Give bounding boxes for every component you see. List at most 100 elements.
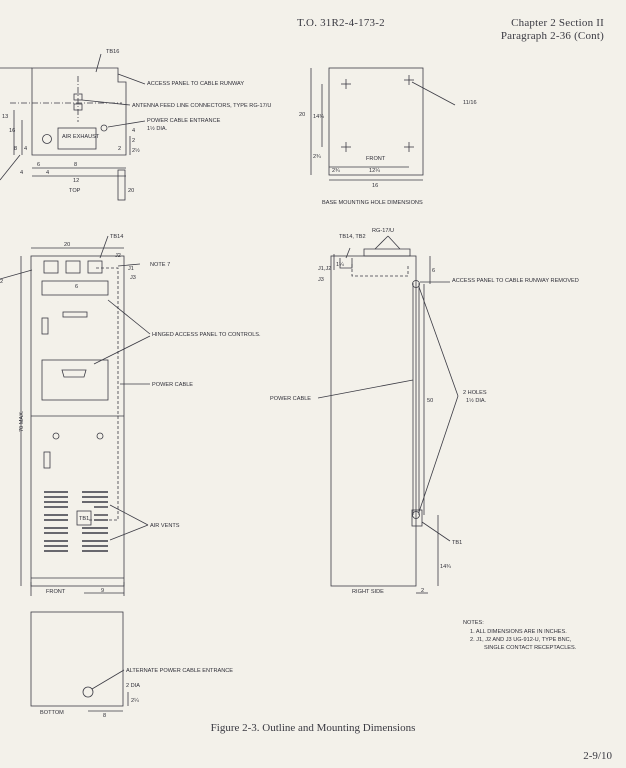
top-dim-label-3: 4 — [46, 170, 49, 176]
top-dim-label-7: 4 — [24, 146, 27, 152]
base-dim-label-5: 16 — [372, 183, 378, 189]
front-outline — [30, 255, 125, 587]
top-dim-label-11: 2½ — [132, 147, 140, 154]
front-handle — [62, 311, 88, 318]
front-dim-label-3: 2 — [0, 279, 3, 285]
notes-heading: NOTES: — [463, 620, 484, 626]
alt-power-label: ALTERNATE POWER CABLE ENTRANCE — [126, 668, 233, 674]
base-dim-label-4: 12¼ — [369, 168, 380, 174]
doc-number: T.O. 31R2-4-173-2 — [297, 17, 385, 29]
j2-label: J2 — [115, 253, 121, 259]
power-entrance-label: POWER CABLE ENTRANCE — [147, 118, 221, 124]
holes-label: 2 HOLES — [463, 390, 487, 396]
right-side-outline — [330, 255, 417, 587]
tb14-tb2-leader — [345, 247, 351, 259]
rg-leader-1 — [374, 235, 389, 250]
hinged-panel-grip — [61, 369, 87, 378]
tb16-leader — [95, 53, 102, 73]
rg-label: RG-17/U — [372, 228, 394, 234]
holes-leader-1 — [418, 286, 459, 397]
air-vents-leader-1 — [109, 504, 149, 526]
front-upper-panel — [41, 280, 109, 296]
base-hole-2 — [404, 75, 414, 85]
base-front-label: FRONT — [366, 156, 386, 162]
top-dim-label-1: 8 — [74, 162, 77, 168]
holes-dia-label: 1½ DIA. — [466, 397, 487, 404]
hinged-panel-leader-2 — [93, 335, 151, 365]
base-dim-label-1: 14¾ — [313, 114, 324, 120]
top-dim-label-13: 20 — [128, 188, 134, 194]
right-side-top-box — [363, 248, 411, 257]
alt-power-dia-label: 2 DIA — [126, 683, 140, 689]
bottom-dim-label-1: 2¼ — [131, 698, 139, 704]
tb14-label: TB14 — [110, 234, 123, 240]
top-side-strip — [117, 169, 126, 201]
right-power-cable-label: POWER CABLE — [270, 396, 311, 402]
tb1-right-label: TB1 — [452, 540, 462, 546]
tb14-tb2-label: TB14, TB2 — [339, 234, 366, 240]
front-slot-lower — [43, 451, 51, 469]
top-view-title: TOP — [69, 188, 81, 194]
access-panel-leader — [117, 73, 146, 85]
right-dim-label-3: 6 — [432, 268, 435, 274]
page-number: 2-9/10 — [583, 750, 612, 762]
tb1-terminal-right — [411, 509, 423, 527]
top-dim-label-9: 4 — [132, 128, 135, 134]
air-exhaust-label: AIR EXHAUST — [62, 134, 100, 140]
note7-leader — [117, 263, 141, 267]
air-vent-grille — [44, 491, 108, 552]
right-side-cable-runway — [351, 264, 409, 277]
front-lower-knob-1 — [52, 432, 60, 440]
bottom-dim-label-0: 8 — [103, 713, 106, 719]
rg-leader-2 — [387, 235, 401, 250]
tb14-leader — [99, 235, 109, 259]
front-view-title: FRONT — [46, 589, 66, 595]
access-panel-label: ACCESS PANEL TO CABLE RUNWAY — [147, 81, 244, 87]
front-view — [0, 235, 151, 596]
j1j2-label: J1,J2 — [318, 266, 331, 272]
front-internal-cable-run — [88, 267, 119, 521]
access-removed-label: ACCESS PANEL TO CABLE RUNWAY REMOVED — [452, 278, 579, 284]
right-side-title: RIGHT SIDE — [352, 589, 384, 595]
top-view — [0, 53, 146, 201]
base-hole-note: 11/16 — [463, 100, 477, 106]
top-dim-label-4: 12 — [73, 178, 79, 184]
front-connector-box-1 — [43, 260, 59, 274]
note-item-3: SINGLE CONTACT RECEPTACLES. — [484, 645, 577, 651]
front-lower-knob-2 — [96, 432, 104, 440]
top-view-outline — [31, 67, 127, 156]
j1-label: J1 — [128, 266, 134, 272]
chapter-heading: Chapter 2 Section II — [511, 17, 604, 29]
right-dim-label-4: 1¼ — [336, 262, 344, 268]
note-item-1: 1. ALL DIMENSIONS ARE IN INCHES. — [470, 629, 567, 635]
base-dim-label-2: 2¾ — [313, 154, 321, 160]
top-dim-label-6: 13 — [2, 114, 8, 120]
top-dim-label-2: 4 — [20, 170, 23, 176]
front-connector-box-3 — [87, 260, 103, 274]
front-dim-label-1: 70 MAX. — [19, 410, 25, 432]
alternate-entrance-leader — [91, 669, 125, 690]
hinged-panel-label: HINGED ACCESS PANEL TO CONTROLS. — [152, 332, 261, 338]
top-dim-label-8: 8 — [14, 146, 17, 152]
hinged-access-panel — [41, 359, 109, 401]
base-hole-4 — [404, 142, 414, 152]
front-left-leader — [0, 269, 33, 280]
air-vents-leader-2 — [109, 524, 149, 541]
j3-label: J3 — [130, 275, 136, 281]
base-dim-label-3: 2¾ — [332, 168, 340, 174]
right-dim-label-2: 2 — [421, 588, 424, 594]
tb1-label: TB1 — [79, 516, 89, 522]
bottom-view — [30, 611, 129, 712]
top-dim-label-5: 16 — [9, 128, 15, 134]
front-power-cable-label: POWER CABLE — [152, 382, 193, 388]
base-dim-label-0: 20 — [299, 112, 305, 118]
front-dim-label-0: 20 — [64, 242, 70, 248]
holes-leader-2 — [418, 395, 459, 513]
bottom-outline — [30, 611, 124, 707]
alternate-entrance-hole — [82, 686, 94, 698]
tb1-box — [76, 510, 92, 526]
right-side-connector-block — [339, 258, 353, 269]
top-mounting-hole — [100, 124, 108, 132]
top-dim-label-12: 2 — [118, 146, 121, 152]
